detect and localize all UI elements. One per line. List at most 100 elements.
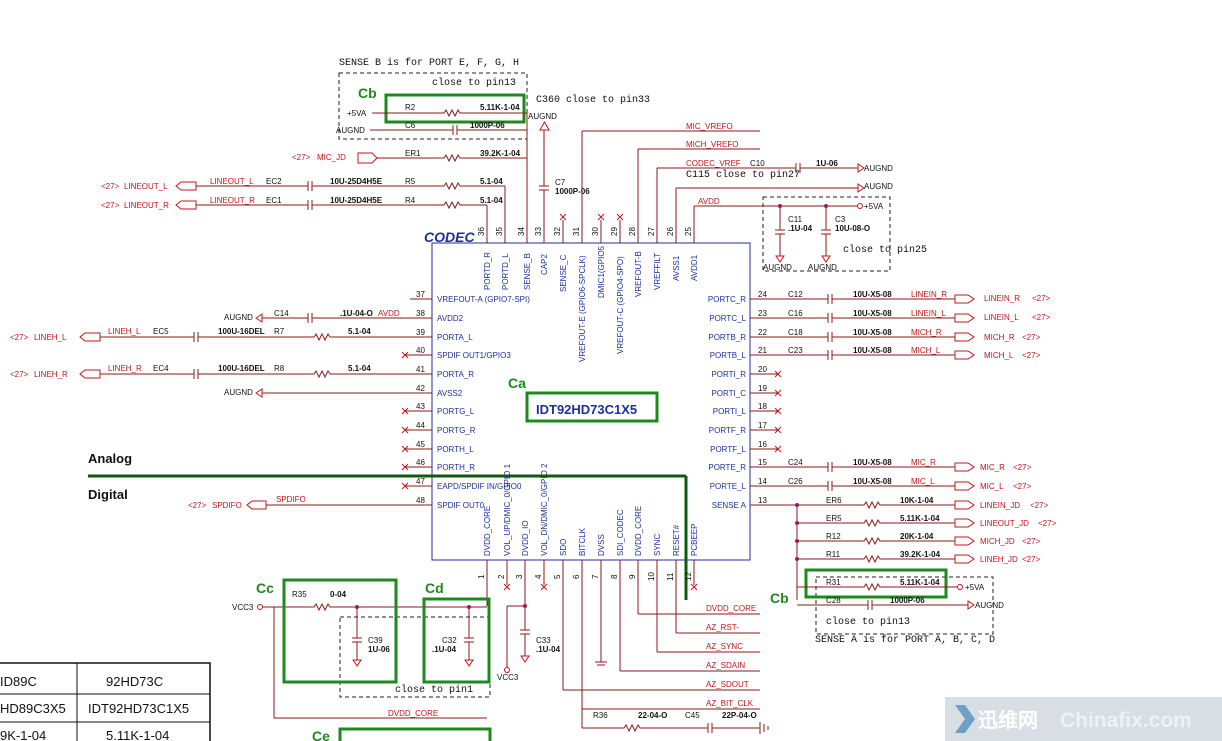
r4-value: 5.1-04 xyxy=(480,196,503,205)
top-pin-name: VREFOUT-E (GPIO6-SPCLK) xyxy=(578,255,587,362)
highlight-label-cb-bottom: Cb xyxy=(770,590,789,606)
augnd-right: AUGND xyxy=(864,182,893,191)
highlight-cb-top xyxy=(384,93,526,124)
r2-label: R2 xyxy=(405,103,416,112)
top-pin-num: 36 xyxy=(477,227,486,236)
right-port-c26: C26 10U-X5-08 MIC_L MIC_L <27> xyxy=(778,477,1032,492)
bottom-pin-num: 6 xyxy=(572,574,581,579)
bottom-pin-name: DVDD_CORE xyxy=(634,506,643,556)
c18-label: C18 xyxy=(788,328,803,337)
mic-l-ref: <27> xyxy=(1013,482,1032,491)
linein-l-port: LINEIN_L xyxy=(984,313,1019,322)
sense-a-note: SENSE A is for PORT A, B, C, D xyxy=(815,634,995,646)
mic-r-ref: <27> xyxy=(1013,463,1032,472)
bottom-pin-num: 7 xyxy=(591,574,600,579)
er5-value: 5.11K-1-04 xyxy=(900,514,940,523)
er1-value: 39.2K-1-04 xyxy=(480,149,521,158)
left-pin-name: SPDIF OUT1/GPIO3 xyxy=(437,351,511,360)
r5-label: R5 xyxy=(405,177,416,186)
lineout-l-net: LINEOUT_L xyxy=(210,177,254,186)
linein-l-ref: <27> xyxy=(1032,313,1051,322)
top-pin-num: 26 xyxy=(666,227,675,236)
left-pin-num: 39 xyxy=(416,328,425,337)
ec5-value: 100U-16DEL xyxy=(218,327,265,336)
c3-value: 10U-08-O xyxy=(835,224,870,233)
r36-value: 22-04-O xyxy=(638,711,667,720)
bottom-pin-name: RESET# xyxy=(672,524,681,556)
dvdd-core-net-bottom: DVDD_CORE xyxy=(388,709,438,718)
table-cell: 5.11K-1-04 xyxy=(106,728,169,741)
c33-label: C33 xyxy=(536,636,551,645)
left-pin-num: 37 xyxy=(416,290,425,299)
linein-jd-port: LINEIN_JD xyxy=(980,501,1020,510)
top-pin-num: 27 xyxy=(647,227,656,236)
spdifo-net: SPDIFO xyxy=(276,495,306,504)
top-pin-name: VREFFILT xyxy=(653,253,662,290)
mich-l-net: MICH_L xyxy=(911,346,941,355)
right-pin-name: PORTC_L xyxy=(709,314,746,323)
left-pin-num: 40 xyxy=(416,346,425,355)
right-port-c16: C16 10U-X5-08 LINEIN_L LINEIN_L <27> xyxy=(778,309,1051,324)
c45-label: C45 xyxy=(685,711,700,720)
right-port-c12: C12 10U-X5-08 LINEIN_R LINEIN_R <27> xyxy=(778,290,1051,305)
bottom-pin-name: SDI_CODEC xyxy=(616,509,625,556)
bottom-pin-name: DVDD_IO xyxy=(521,520,530,556)
mic-r-net: MIC_R xyxy=(911,458,936,467)
bottom-pin-num: 3 xyxy=(515,574,524,579)
section-digital: Digital xyxy=(88,487,128,502)
c10-value: 1U-06 xyxy=(816,159,838,168)
top-pin-num: 33 xyxy=(534,227,543,236)
highlight-ca xyxy=(525,391,659,423)
c45-value: 22P-04-O xyxy=(722,711,757,720)
lineout-r-ref: <27> xyxy=(101,201,120,210)
right-pin-num: 23 xyxy=(758,309,767,318)
c7-label: C7 xyxy=(555,178,566,187)
c12-label: C12 xyxy=(788,290,803,299)
c26-label: C26 xyxy=(788,477,803,486)
right-pin-num: 17 xyxy=(758,421,767,430)
left-pin-name: PORTG_L xyxy=(437,407,475,416)
lineh-l-net: LINEH_L xyxy=(108,327,141,336)
bottom-pin-num: 8 xyxy=(610,574,619,579)
c10-augnd: AUGND xyxy=(864,164,893,173)
table-cell: 9K-1-04 xyxy=(0,728,46,741)
mic-jd-label: MIC_JD xyxy=(317,153,346,162)
top-pin-num: 31 xyxy=(572,227,581,236)
linein-r-ref: <27> xyxy=(1032,294,1051,303)
bottom-pin-name: BITCLK xyxy=(578,527,587,556)
right-pin-name: PORTE_L xyxy=(710,482,747,491)
c32-label: C32 xyxy=(442,636,457,645)
bottom-pin-num: 9 xyxy=(628,574,637,579)
bottom-pin-name: DVDD_CORE xyxy=(483,506,492,556)
spdifo-port: SPDIFO xyxy=(212,501,242,510)
bottom-pin-num: 5 xyxy=(553,574,562,579)
c11-label: C11 xyxy=(788,215,803,224)
r7-value: 5.1-04 xyxy=(348,327,371,336)
top-pin-name: PORTD_R xyxy=(483,252,492,290)
mich-r-net: MICH_R xyxy=(911,328,942,337)
r8-label: R8 xyxy=(274,364,285,373)
right-pin-name: PORTC_R xyxy=(708,295,746,304)
c6-value: 1000P-06 xyxy=(470,121,505,130)
ec1-label: EC1 xyxy=(266,196,282,205)
codec-chip-body xyxy=(431,242,751,561)
top-pin-name: PORTD_L xyxy=(501,253,510,290)
sense-a-r11: R11 39.2K-1-04 LINEH_JD <27> xyxy=(795,550,1041,564)
er1-label: ER1 xyxy=(405,149,421,158)
lineh-r-ref: <27> xyxy=(10,370,29,379)
linein-jd-ref: <27> xyxy=(1030,501,1049,510)
left-pin-name: VREFOUT-A (GPIO7-SPI) xyxy=(437,295,530,304)
ec4-value: 100U-16DEL xyxy=(218,364,265,373)
az-sdain-net: AZ_SDAIN xyxy=(706,661,745,670)
r31-label: R31 xyxy=(826,578,841,587)
az-bitclk-net: AZ_BIT_CLK xyxy=(706,699,754,708)
left-pin-num: 47 xyxy=(416,477,425,486)
right-pin-name: PORTI_L xyxy=(713,407,747,416)
r8-value: 5.1-04 xyxy=(348,364,371,373)
bottom-pin-name: DVSS xyxy=(597,534,606,556)
mich-l-port: MICH_L xyxy=(984,351,1014,360)
mich-jd-port: MICH_JD xyxy=(980,537,1015,546)
r7-label: R7 xyxy=(274,327,285,336)
watermark: 迅维网 Chinafix.com xyxy=(945,697,1222,741)
c115-note: C115 close to pin27 xyxy=(686,169,800,181)
